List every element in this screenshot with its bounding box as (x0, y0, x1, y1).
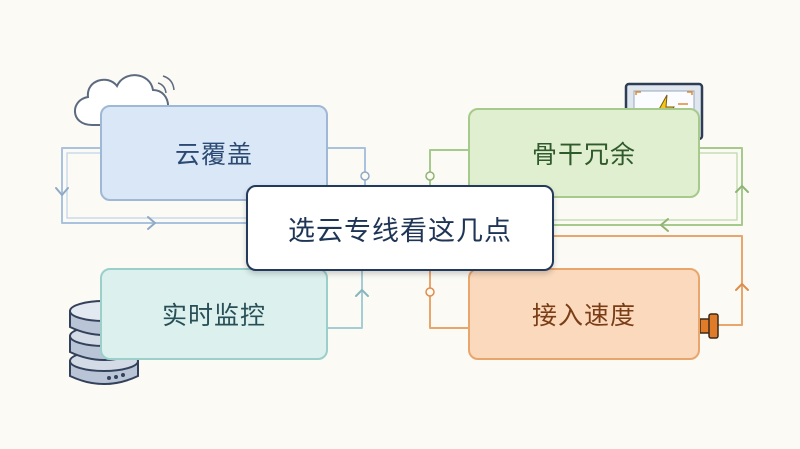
diagram-title: 选云专线看这几点 (246, 185, 554, 271)
arrow-left-right (147, 216, 156, 230)
connector-monitor-title (327, 270, 363, 329)
point-realtime-monitoring: 实时监控 (100, 268, 328, 360)
point-label: 云覆盖 (174, 140, 253, 169)
point-label: 接入速度 (531, 301, 636, 330)
point-label: 骨干冗余 (531, 140, 636, 169)
point-access-speed: 接入速度 (468, 268, 700, 360)
title-text: 选云专线看这几点 (288, 215, 512, 247)
connector-title-backbone (429, 149, 469, 186)
connector-title-access (429, 270, 469, 329)
point-backbone-redundancy: 骨干冗余 (468, 108, 700, 198)
arrow-left-down (55, 187, 69, 196)
point-label: 实时监控 (161, 301, 266, 330)
connector-access-loop (553, 235, 743, 326)
connector-cloud-title (327, 147, 366, 186)
